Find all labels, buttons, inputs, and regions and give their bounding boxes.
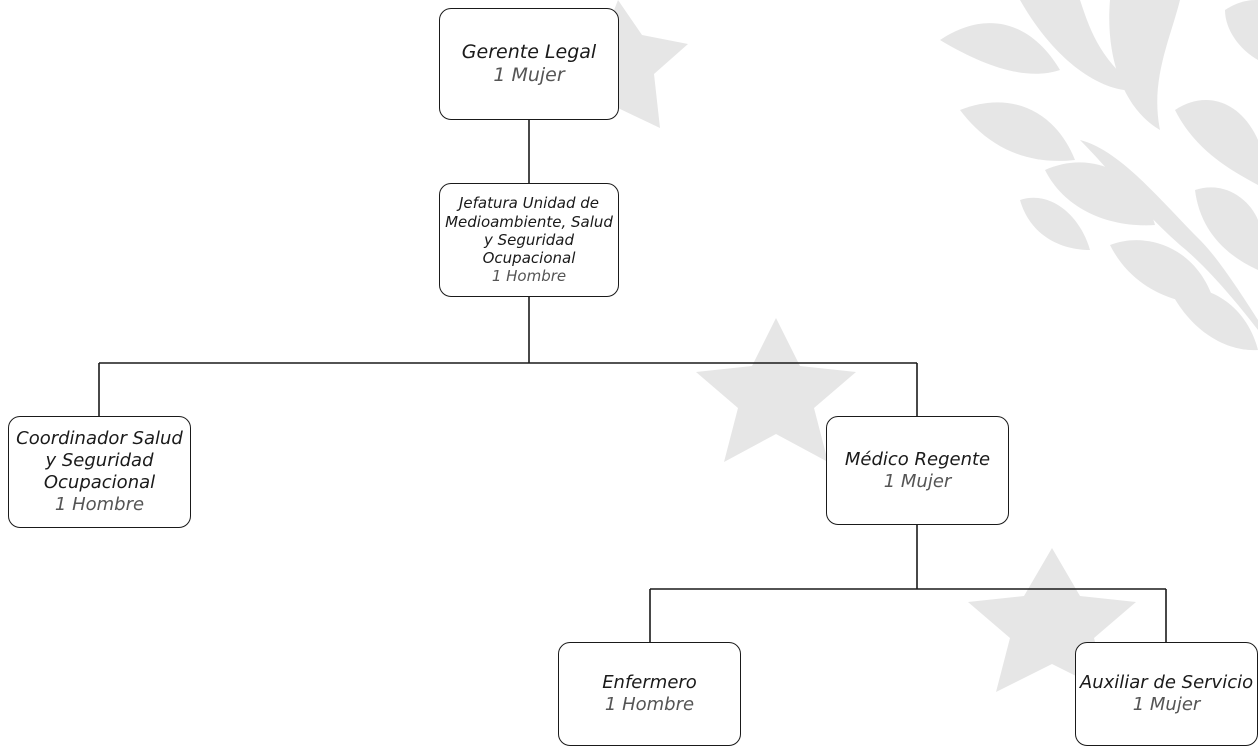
node-count: 1 Hombre (54, 493, 145, 515)
node-enfermero: Enfermero 1 Hombre (558, 642, 741, 746)
node-count: 1 Hombre (491, 267, 567, 286)
node-medico-regente: Médico Regente 1 Mujer (826, 416, 1009, 525)
node-count: 1 Mujer (493, 64, 565, 86)
node-coordinador: Coordinador Salud y Seguridad Ocupaciona… (8, 416, 191, 528)
node-count: 1 Mujer (883, 470, 952, 492)
node-gerente-legal: Gerente Legal 1 Mujer (439, 8, 619, 120)
node-role: Gerente Legal (461, 40, 597, 63)
node-role: Coordinador Salud y Seguridad Ocupaciona… (16, 428, 183, 493)
node-jefatura-unidad: Jefatura Unidad de Medioambiente, Salud … (439, 183, 619, 297)
node-role: Auxiliar de Servicio (1079, 672, 1254, 694)
connector-lines (98, 120, 1167, 642)
laurel-emblem-icon (940, 0, 1258, 351)
watermark-decoration (568, 0, 1258, 692)
node-role: Enfermero (602, 672, 697, 694)
node-count: 1 Hombre (604, 694, 695, 715)
node-auxiliar-servicio: Auxiliar de Servicio 1 Mujer (1075, 642, 1258, 746)
node-role: Médico Regente (844, 448, 991, 470)
node-count: 1 Mujer (1132, 694, 1201, 715)
node-role: Jefatura Unidad de Medioambiente, Salud … (445, 194, 613, 268)
watermark-star-icon (696, 318, 856, 462)
